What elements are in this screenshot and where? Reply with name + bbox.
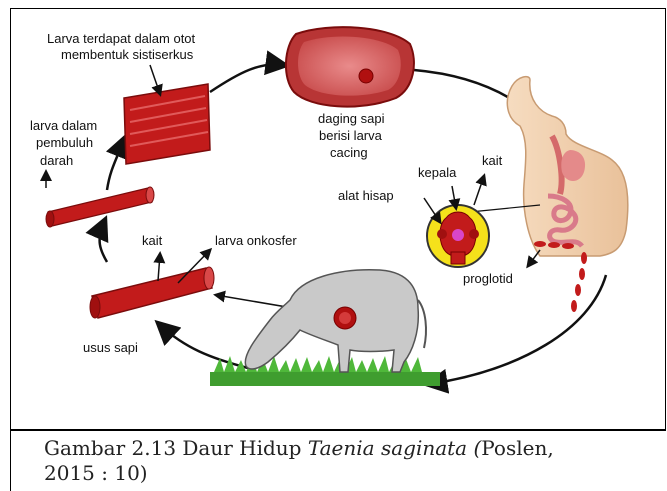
cycle-arrow-blood-to-muscle [107, 140, 124, 190]
label-larva-darah-2: pembuluh [36, 135, 93, 150]
cow-illustration [245, 270, 426, 372]
cycle-arrow-intestine-to-blood [100, 222, 107, 262]
blood-vessel-larva-illustration [46, 187, 154, 227]
human-body-illustration [507, 77, 627, 312]
label-kait-head: kait [482, 153, 503, 168]
label-alat-hisap: alat hisap [338, 188, 394, 203]
label-daging-2: berisi larva [319, 128, 383, 143]
cycle-arrow-cow-to-intestine [160, 325, 248, 368]
label-larva-otot-1: Larva terdapat dalam otot [47, 31, 196, 46]
label-larva-darah-1: larva dalam [30, 118, 97, 133]
label-proglotid: proglotid [463, 271, 513, 286]
label-daging-3: cacing [330, 145, 368, 160]
label-larva-darah-3: darah [40, 153, 73, 168]
cow-intestine-illustration [90, 267, 214, 318]
caption-prefix: Gambar 2.13 Daur Hidup [44, 436, 308, 460]
taenia-life-cycle-diagram: Larva terdapat dalam otot membentuk sist… [0, 0, 667, 430]
cycle-arrow-muscle-to-meat [210, 64, 283, 92]
caption-species: Taenia saginata ( [308, 436, 481, 460]
label-kepala: kepala [418, 165, 457, 180]
label-usus-sapi: usus sapi [83, 340, 138, 355]
label-daging-1: daging sapi [318, 111, 385, 126]
muscle-larva-illustration [124, 84, 210, 164]
figure-caption: Gambar 2.13 Daur Hidup Taenia saginata (… [44, 436, 604, 486]
label-larva-otot-2: membentuk sistiserkus [61, 47, 194, 62]
label-larva-onkosfer: larva onkosfer [215, 233, 297, 248]
scolex-head-illustration [427, 205, 489, 267]
label-kait-intestine: kait [142, 233, 163, 248]
caption-divider [10, 430, 666, 431]
beef-meat-illustration [286, 27, 414, 106]
